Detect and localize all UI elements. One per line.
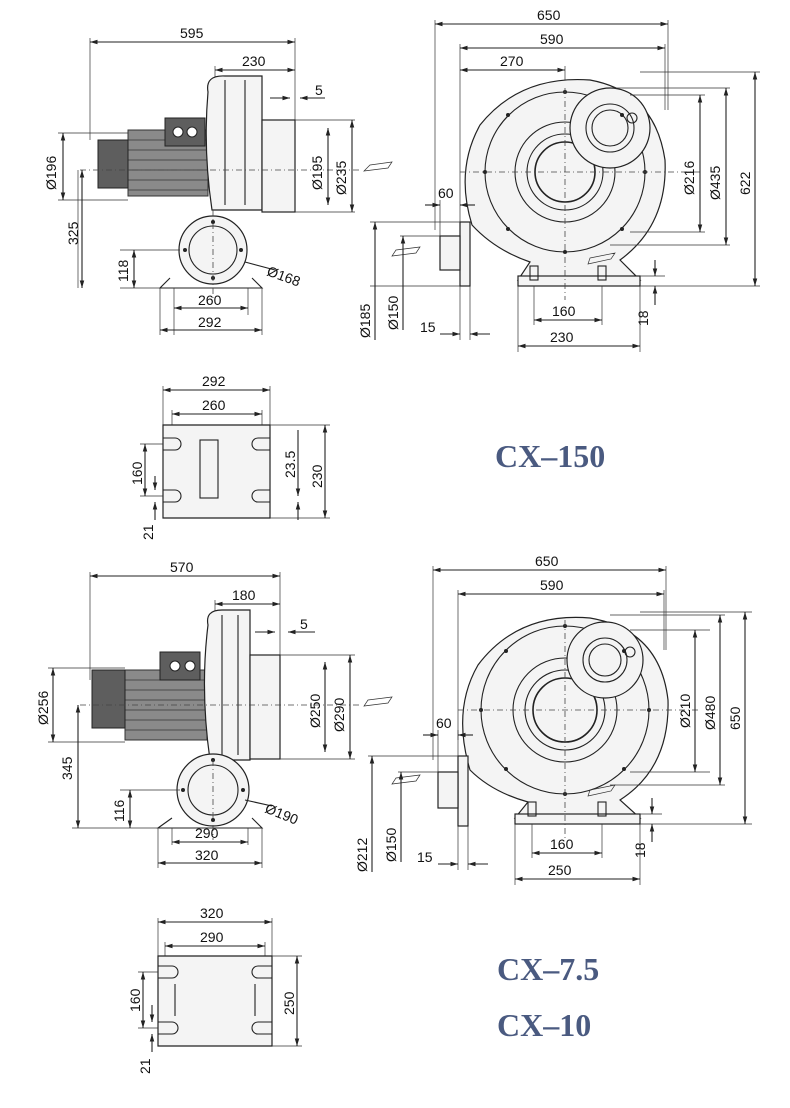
cx150-front-flange-thk: 60	[438, 185, 454, 201]
cx150-base-slot-pitch: 160	[129, 461, 145, 485]
cx75-front-flange-thk: 60	[436, 715, 452, 731]
cx150-base-inner: 260	[202, 397, 226, 413]
cx150-base-slot-w: 21	[140, 524, 156, 540]
cx75-front-width-overall: 650	[535, 553, 559, 569]
cx75-front-base-outer: 250	[548, 862, 572, 878]
cx150-front-center-offset: 270	[500, 53, 524, 69]
cx150-front-base-inner: 160	[552, 303, 576, 319]
cx150-front-height: 622	[737, 171, 753, 195]
cx75-side-base-inner: 290	[195, 825, 219, 841]
cx150-side-gap: 5	[315, 82, 323, 98]
cx75-base-plate: 320 290 160 21 250	[127, 905, 302, 1074]
cx75-side-view: 570 180 5 Ø256 345	[35, 559, 393, 868]
cx150-front-base-outer: 230	[550, 329, 574, 345]
cx150-front-inlet-dia-a: Ø216	[681, 161, 697, 195]
cx150-base-outer: 292	[202, 373, 226, 389]
cx150-front-outlet-dia-a: Ø185	[357, 304, 373, 338]
cx75-flange-dia: Ø190	[263, 800, 301, 828]
cx75-front-inlet-dia-b: Ø480	[702, 696, 718, 730]
cx75-front-inlet-dia-a: Ø210	[677, 694, 693, 728]
cx150-front-width-overall: 650	[537, 7, 561, 23]
cx150-side-base-outer: 292	[198, 314, 222, 330]
cx75-side-gap: 5	[300, 616, 308, 632]
cx75-front-outlet-dia-b: Ø150	[383, 828, 399, 862]
cx150-base-height: 118	[115, 259, 131, 282]
cx150-front-flange-edge: 15	[420, 319, 436, 335]
cx75-outlet-dia-a: Ø250	[307, 694, 323, 728]
cx75-front-base-h: 18	[632, 842, 648, 858]
cx75-shaft-height: 345	[59, 756, 75, 780]
cx75-side-base-outer: 320	[195, 847, 219, 863]
cx150-base-plate: 292 260 160 21 230 23.5	[129, 373, 330, 540]
cx75-base-depth: 250	[281, 991, 297, 1015]
cx75-front-outlet-dia-a: Ø212	[354, 838, 370, 872]
cx150-side-view: 595 230 5	[43, 25, 393, 335]
cx75-base-outer: 320	[200, 905, 224, 921]
model-label-cx10: CX–10	[497, 1007, 591, 1043]
cx75-front-flange-edge: 15	[417, 849, 433, 865]
cx150-shaft-height: 325	[65, 221, 81, 245]
cx150-base-depth: 230	[309, 464, 325, 488]
cx75-front-width-inner: 590	[540, 577, 564, 593]
cx75-side-housing-depth: 180	[232, 587, 256, 603]
cx150-outlet-dia-a: Ø195	[309, 156, 325, 190]
cx150-front-width-inner: 590	[540, 31, 564, 47]
cx150-base-slot-offset: 23.5	[282, 451, 298, 478]
cx75-base-height: 116	[111, 799, 127, 822]
cx75-front-view: 650 590 Ø210	[354, 553, 752, 885]
cx150-flange-dia: Ø168	[265, 263, 303, 290]
cx75-side-length: 570	[170, 559, 194, 575]
cx75-outlet-dia-b: Ø290	[331, 698, 347, 732]
cx75-base-slot-pitch: 160	[127, 988, 143, 1012]
cx150-motor-dia: Ø196	[43, 156, 59, 190]
cx75-base-inner: 290	[200, 929, 224, 945]
cx75-front-base-inner: 160	[550, 836, 574, 852]
cx150-front-base-h: 18	[635, 310, 651, 326]
cx150-front-outlet-dia-b: Ø150	[385, 296, 401, 330]
model-label-cx75: CX–7.5	[497, 951, 599, 987]
cx150-front-view: 650 590 270	[357, 7, 760, 352]
cx150-side-length: 595	[180, 25, 204, 41]
cx150-side-base-inner: 260	[198, 292, 222, 308]
cx75-motor-dia: Ø256	[35, 691, 51, 725]
cx150-side-housing-depth: 230	[242, 53, 266, 69]
cx75-front-height: 650	[727, 706, 743, 730]
cx150-front-inlet-dia-b: Ø435	[707, 166, 723, 200]
cx150-outlet-dia-b: Ø235	[333, 161, 349, 195]
cx75-base-slot-w: 21	[137, 1058, 153, 1074]
model-label-cx150: CX–150	[495, 438, 605, 474]
